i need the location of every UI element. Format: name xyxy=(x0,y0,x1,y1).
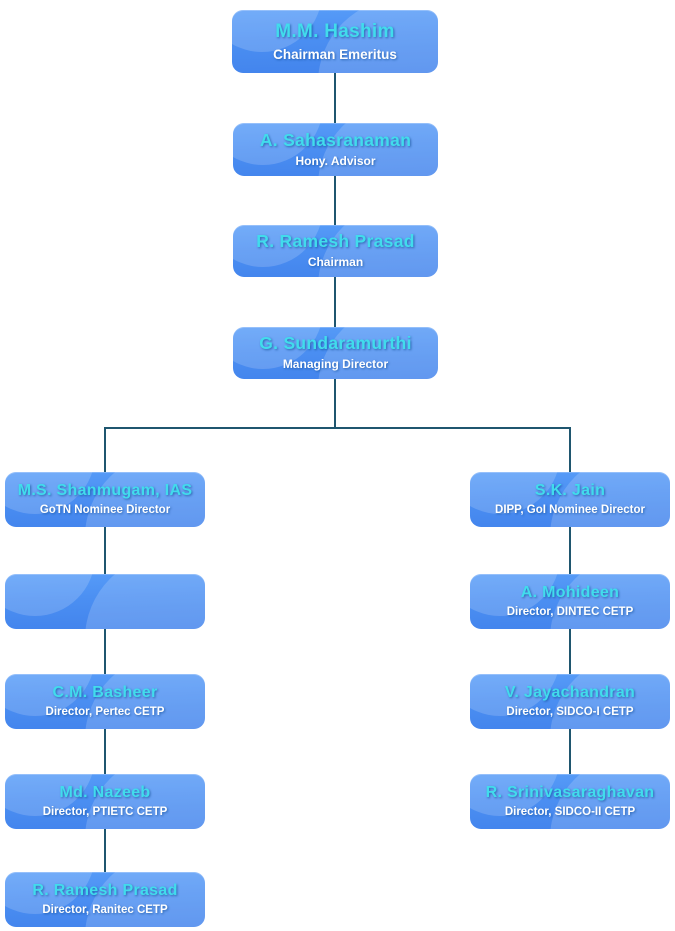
node-person-title: Director, DINTEC CETP xyxy=(506,606,634,619)
org-node-blank xyxy=(5,574,205,629)
connector-chain-1-2 xyxy=(334,73,336,123)
org-node-managing-director: G. Sundaramurthi Managing Director xyxy=(233,327,438,379)
decor-blob xyxy=(5,574,95,616)
decor-blob xyxy=(85,774,205,829)
node-person-name: M.S. Shanmugam, IAS xyxy=(17,482,193,500)
decor-blob xyxy=(550,472,670,527)
node-person-title: Director, Pertec CETP xyxy=(45,706,165,719)
connector-chain-3-4 xyxy=(334,277,336,327)
org-node-pertec-director: C.M. Basheer Director, Pertec CETP xyxy=(5,674,205,729)
node-person-title: GoTN Nominee Director xyxy=(39,504,171,517)
node-person-title: Director, SIDCO-I CETP xyxy=(506,706,634,719)
connector-right-2-3 xyxy=(569,629,571,674)
node-person-title: DIPP, GoI Nominee Director xyxy=(495,504,645,517)
connector-left-1-2 xyxy=(104,527,106,574)
decor-blob xyxy=(550,674,670,729)
org-node-gotn-nominee: M.S. Shanmugam, IAS GoTN Nominee Directo… xyxy=(5,472,205,527)
node-person-title: Director, PTIETC CETP xyxy=(42,806,168,819)
node-person-name: V. Jayachandran xyxy=(504,684,636,702)
org-node-chairman: R. Ramesh Prasad Chairman xyxy=(233,225,438,277)
decor-blob xyxy=(318,225,438,277)
connector-left-2-3 xyxy=(104,629,106,674)
node-person-title: Chairman Emeritus xyxy=(273,46,397,62)
org-node-ptietc-director: Md. Nazeeb Director, PTIETC CETP xyxy=(5,774,205,829)
org-node-hony-advisor: A. Sahasranaman Hony. Advisor xyxy=(233,123,438,176)
decor-blob xyxy=(550,774,670,829)
node-person-title: Hony. Advisor xyxy=(295,153,376,168)
decor-blob xyxy=(550,574,670,629)
org-node-chairman-emeritus: M.M. Hashim Chairman Emeritus xyxy=(232,10,438,73)
node-person-name: R. Ramesh Prasad xyxy=(32,882,178,900)
node-person-title: Chairman xyxy=(307,255,364,270)
decor-blob xyxy=(318,123,438,176)
org-node-sidco1-director: V. Jayachandran Director, SIDCO-I CETP xyxy=(470,674,670,729)
decor-blob xyxy=(318,327,438,379)
decor-blob xyxy=(85,574,205,629)
node-person-title: Director, SIDCO-II CETP xyxy=(504,806,636,819)
connector-left-4-5 xyxy=(104,829,106,872)
connector-chain-2-3 xyxy=(334,176,336,225)
node-person-title: Director, Ranitec CETP xyxy=(42,904,168,917)
decor-blob xyxy=(85,674,205,729)
org-node-dipp-nominee: S.K. Jain DIPP, GoI Nominee Director xyxy=(470,472,670,527)
node-person-name: C.M. Basheer xyxy=(52,684,158,702)
node-person-name: A. Sahasranaman xyxy=(259,129,412,150)
node-person-name: R. Srinivasaraghavan xyxy=(485,784,655,802)
connector-split-horizontal xyxy=(104,427,571,429)
node-person-name: Md. Nazeeb xyxy=(59,784,151,802)
org-node-ranitec-director: R. Ramesh Prasad Director, Ranitec CETP xyxy=(5,872,205,927)
org-node-sidco2-director: R. Srinivasaraghavan Director, SIDCO-II … xyxy=(470,774,670,829)
node-person-title: Managing Director xyxy=(282,357,389,372)
connector-split-left-drop xyxy=(104,429,106,472)
node-person-name: S.K. Jain xyxy=(534,482,606,500)
node-person-name: M.M. Hashim xyxy=(275,20,395,42)
node-person-name: R. Ramesh Prasad xyxy=(256,231,415,252)
connector-right-1-2 xyxy=(569,527,571,574)
connector-chain-4-split xyxy=(334,379,336,427)
decor-blob xyxy=(85,472,205,527)
connector-left-3-4 xyxy=(104,729,106,774)
connector-split-right-drop xyxy=(569,429,571,472)
connector-right-3-4 xyxy=(569,729,571,774)
node-person-name: A. Mohideen xyxy=(520,584,620,602)
org-node-dintec-director: A. Mohideen Director, DINTEC CETP xyxy=(470,574,670,629)
node-person-name: G. Sundaramurthi xyxy=(259,333,412,354)
decor-blob xyxy=(85,872,205,927)
